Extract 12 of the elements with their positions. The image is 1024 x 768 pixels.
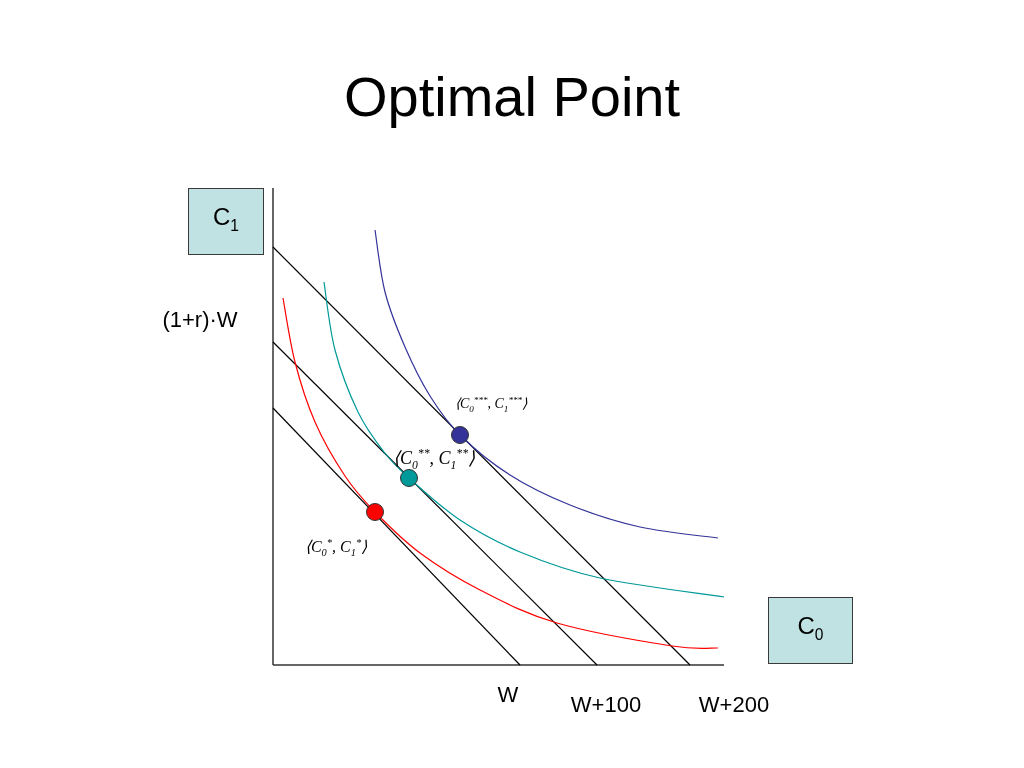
axis-tick-label: (1+r)·W xyxy=(162,306,238,334)
axis-label-box xyxy=(768,597,853,664)
axis-tick-label: W+100 xyxy=(570,691,642,719)
point-label: ⟨C$_{0}$$^{*}$, C$_{1}$$^{*}$⟩ xyxy=(304,536,368,560)
title: Optimal Point xyxy=(343,64,681,130)
axis-title: C$_{1}$ xyxy=(213,203,239,236)
axis-tick-label: W+200 xyxy=(698,691,770,719)
axis-tick-label: W xyxy=(497,681,519,709)
point-label: ⟨C$_{0}$$^{***}$, C$_{1}$$^{***}$⟩ xyxy=(454,394,528,416)
axis-label-box xyxy=(188,188,264,255)
point-label: ⟨C$_{0}$$^{**}$, C$_{1}$$^{**}$⟩ xyxy=(392,447,476,473)
axis-title: C$_{0}$ xyxy=(797,612,824,645)
